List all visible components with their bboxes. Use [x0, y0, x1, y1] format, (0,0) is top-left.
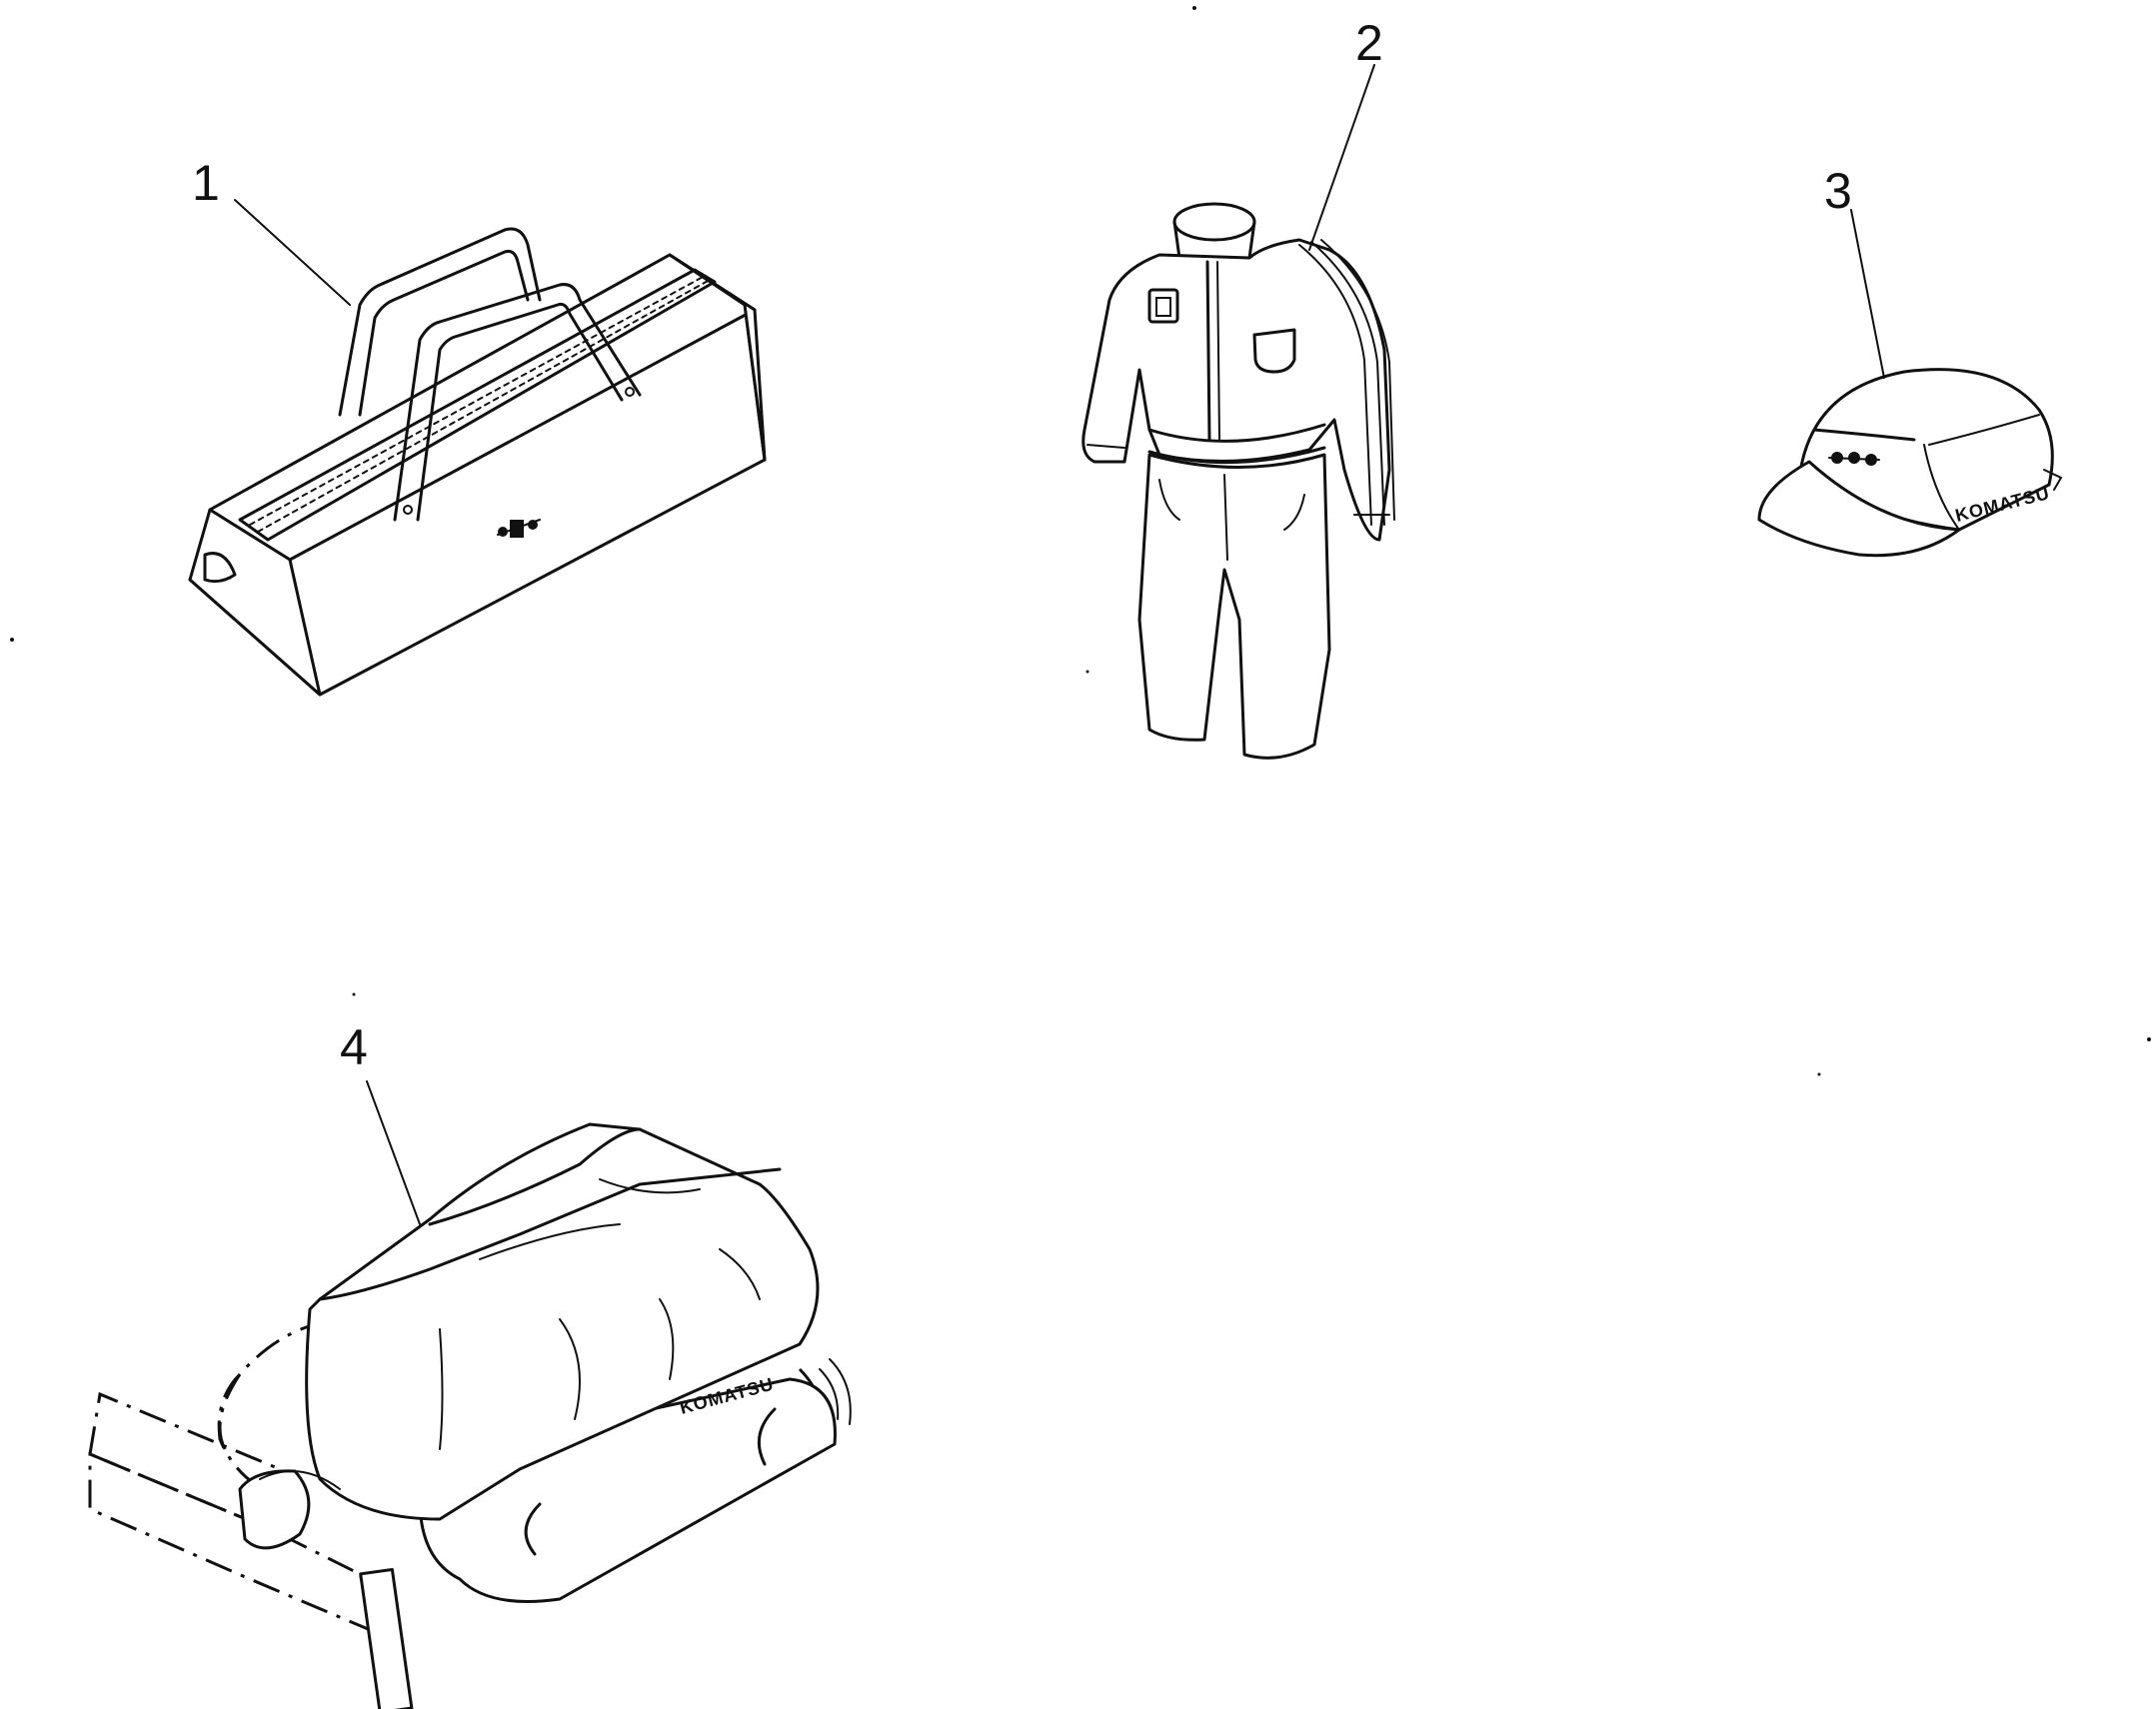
cap-drawing: KOMATSU — [1757, 209, 2063, 558]
cap-logo-icon — [1828, 452, 1880, 466]
callout-leader-3 — [1850, 209, 1885, 379]
callout-leader-1 — [234, 199, 351, 306]
scan-specks — [10, 6, 2151, 1076]
bag-logo-icon — [497, 519, 541, 538]
machine-cover-drawing: KOMATSU — [88, 1080, 852, 1709]
coverall-drawing — [1081, 64, 1395, 760]
tool-bag-drawing — [188, 199, 767, 697]
callout-number-3: 3 — [1824, 163, 1852, 219]
callout-number-2: 2 — [1355, 15, 1383, 71]
callout-number-4: 4 — [340, 1019, 368, 1075]
callout-number-1: 1 — [192, 155, 220, 211]
callout-leader-4 — [366, 1080, 421, 1225]
callout-leader-2 — [1308, 64, 1375, 251]
